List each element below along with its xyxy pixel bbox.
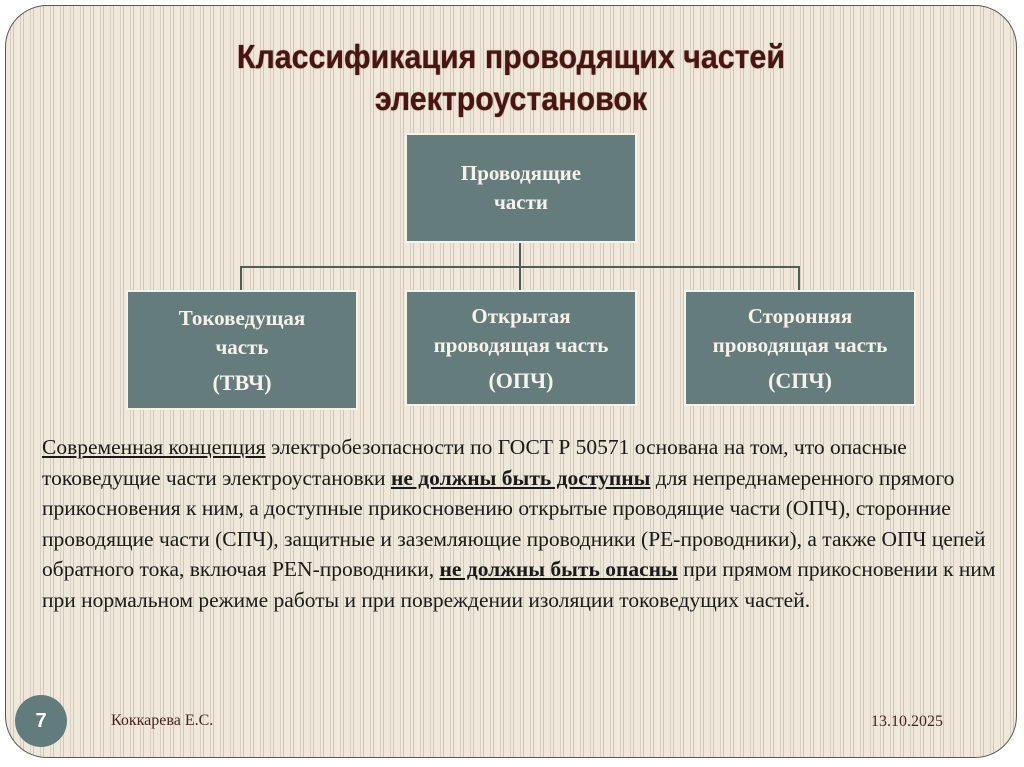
child-box-line-2: проводящая часть: [433, 332, 609, 357]
footer-date: 13.10.2025: [871, 713, 943, 730]
title-line-1: Классификация проводящих частей: [236, 38, 786, 75]
child-box-abbr: (ТВЧ): [212, 369, 272, 395]
footer-author: Коккарева Е.С.: [111, 712, 214, 729]
child-box-line-1: Открытая: [471, 303, 571, 328]
body-emphasis-1: не должны быть доступны: [390, 465, 651, 490]
title-line-2: электроустановок: [374, 80, 648, 117]
child-box-line-2: часть: [215, 334, 269, 359]
root-box-conductive-parts: Проводящие части: [405, 133, 637, 243]
child-box-abbr: (СПЧ): [768, 367, 832, 393]
child-box-line-1: Сторонняя: [747, 303, 853, 328]
child-box-abbr: (ОПЧ): [488, 367, 554, 393]
root-box-line-1: Проводящие: [460, 161, 582, 185]
child-box-line-2: проводящая часть: [712, 332, 888, 357]
page-number: 7: [35, 709, 47, 732]
child-box-line-1: Токоведущая: [178, 305, 306, 330]
slide-title: Классификация проводящих частей электроу…: [46, 36, 975, 120]
body-underlined-lead: Современная концепция: [42, 435, 266, 459]
body-segment-2: для непреднамеренного прямого прикоснове…: [42, 465, 986, 582]
slide: Классификация проводящих частей электроу…: [5, 5, 1017, 758]
page-number-badge: 7: [15, 695, 67, 747]
connector-horizontal: [240, 266, 800, 268]
child-box-exposed-part: Открытая проводящая часть (ОПЧ): [405, 290, 637, 406]
connector-vertical-right: [798, 266, 800, 291]
body-emphasis-2: не должны быть опасны: [439, 557, 678, 581]
body-paragraph: Современная концепция электробезопасност…: [42, 432, 1002, 615]
root-box-line-2: части: [493, 190, 549, 214]
body-segment-3: при прямом прикосновении к ним при норма…: [42, 557, 996, 612]
child-box-extraneous-part: Сторонняя проводящая часть (СПЧ): [684, 290, 916, 406]
child-box-live-part: Токоведущая часть (ТВЧ): [126, 290, 358, 410]
body-segment-1: электробезопасности по ГОСТ Р 50571 осно…: [42, 435, 907, 490]
connector-vertical-left: [240, 266, 242, 291]
